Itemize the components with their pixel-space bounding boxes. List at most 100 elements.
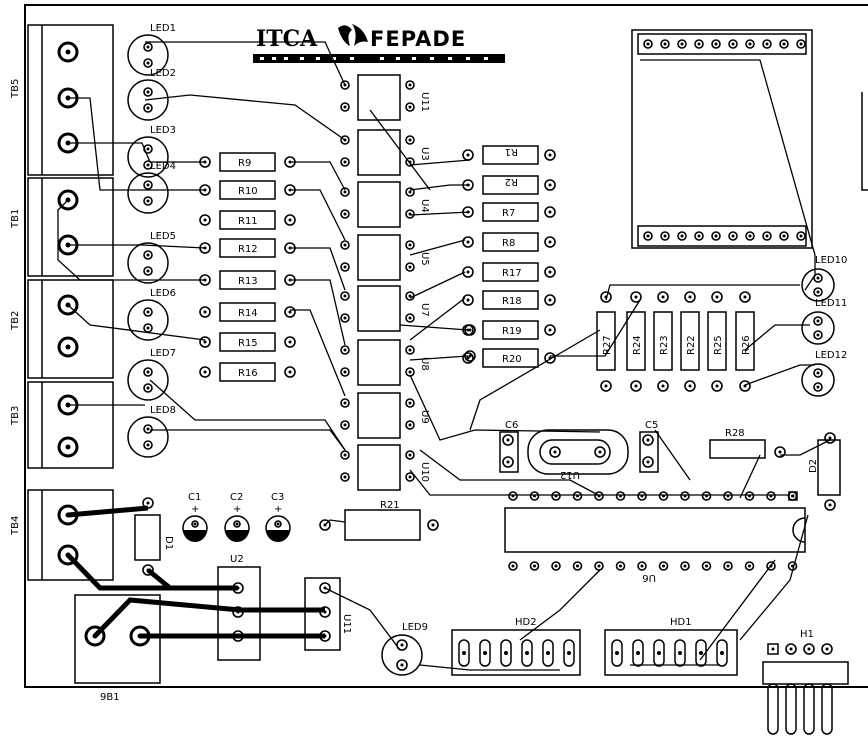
resistor-pad [630, 291, 642, 303]
ic-pin [529, 491, 540, 501]
ic-pin [615, 491, 626, 501]
opto-pin-hole [408, 190, 412, 194]
terminal-block-group [27, 24, 114, 581]
led-pin [813, 382, 823, 392]
led-pin-hole [146, 45, 150, 49]
resistor-pad-hole [743, 384, 747, 388]
resistor-pad [462, 236, 474, 248]
resistor-pad [462, 352, 474, 364]
optocoupler-label: U8 [419, 357, 430, 371]
resistor-label: R11 [238, 216, 258, 227]
resistor-pad-hole [634, 384, 638, 388]
resistor-pad-hole [288, 246, 292, 250]
regulator-u2: U2 [217, 554, 261, 661]
module-pin [711, 231, 721, 241]
diode-d2: D2 [808, 439, 841, 496]
led-pin-hole [146, 183, 150, 187]
resistor-pad [199, 306, 211, 318]
optocoupler-body [357, 444, 401, 491]
terminal-screw-hole [65, 49, 71, 55]
h1-pin-hole [825, 647, 829, 651]
resistor-pad [284, 336, 296, 348]
opto-pin [340, 80, 350, 90]
resistor-pad [544, 266, 556, 278]
module-pin [643, 231, 653, 241]
module-pin [796, 39, 806, 49]
optocoupler-body [357, 74, 401, 121]
opto-pin [340, 345, 350, 355]
opto-pin-hole [343, 294, 347, 298]
opto-pin-hole [408, 138, 412, 142]
opto-pin-hole [408, 212, 412, 216]
led-label: LED2 [150, 68, 176, 79]
module-pin-hole [646, 42, 650, 46]
resistor-label: R23 [659, 335, 670, 355]
opto-pin-hole [343, 265, 347, 269]
led-label: LED10 [815, 255, 847, 266]
ic-pin-hole [619, 564, 622, 568]
resistor-pad-hole [288, 160, 292, 164]
resistor-label: R24 [632, 335, 643, 355]
optocoupler-label: U10 [419, 462, 430, 482]
led-body [127, 299, 169, 341]
resistor-body [219, 302, 276, 322]
opto-pin [405, 313, 415, 323]
led-label: LED5 [150, 231, 176, 242]
led-body [127, 359, 169, 401]
capacitor-polarity [183, 530, 207, 542]
pad-hole [146, 501, 150, 505]
capacitor-plus-mark: + [191, 504, 199, 515]
resistor-label: R9 [238, 158, 251, 169]
terminal-block-label: TB1 [10, 209, 21, 229]
c5-label: C5 [645, 420, 658, 431]
pad-hole [236, 586, 240, 590]
led-body [127, 136, 169, 178]
pad-hole [323, 634, 327, 638]
pad [232, 630, 244, 642]
opto-pin-hole [408, 243, 412, 247]
terminal-screw [57, 189, 79, 211]
capacitor-pin [191, 520, 199, 528]
led-pin [813, 316, 823, 326]
u12-label: U12 [560, 469, 580, 480]
ic-pin [572, 561, 583, 571]
resistor-pad [199, 366, 211, 378]
resistor-pad [199, 184, 211, 196]
led-pin [143, 266, 153, 276]
resistor-pad-hole [288, 278, 292, 282]
resistor-body [219, 238, 276, 258]
led-label: LED7 [150, 348, 176, 359]
pad-hole [828, 436, 832, 440]
resistor-pad-hole [604, 295, 608, 299]
opto-pin-hole [408, 294, 412, 298]
resistor-pad [284, 156, 296, 168]
pad [319, 582, 331, 594]
resistor-pad [199, 156, 211, 168]
resistor-label: R1 [505, 146, 518, 157]
ic-pin-hole [683, 494, 687, 498]
ic-pin [701, 491, 712, 501]
opto-pin [340, 187, 350, 197]
terminal-block-label: TB3 [10, 406, 21, 426]
resistor-pad-hole [466, 153, 470, 157]
h1-pin-hole [807, 647, 811, 651]
opto-pin-hole [408, 475, 412, 479]
led-pin [143, 383, 153, 393]
ic-pin [744, 561, 755, 571]
ic-pin-hole [705, 494, 708, 498]
opto-pin [340, 135, 350, 145]
led-body [127, 416, 169, 458]
led-pin-hole [146, 163, 150, 167]
h1-pin-hole [771, 647, 775, 651]
resistor-body [482, 175, 539, 195]
module-pin [745, 231, 755, 241]
resistor-body [653, 311, 673, 371]
header-hd1: HD1 [604, 617, 738, 676]
logo-fepade: FEPADE [370, 27, 466, 51]
ic-pin-hole [597, 494, 601, 498]
resistor-pad-hole [466, 298, 470, 302]
opto-pin-hole [408, 265, 412, 269]
module-pin-hole [765, 42, 769, 46]
hd2-pin [479, 639, 491, 667]
